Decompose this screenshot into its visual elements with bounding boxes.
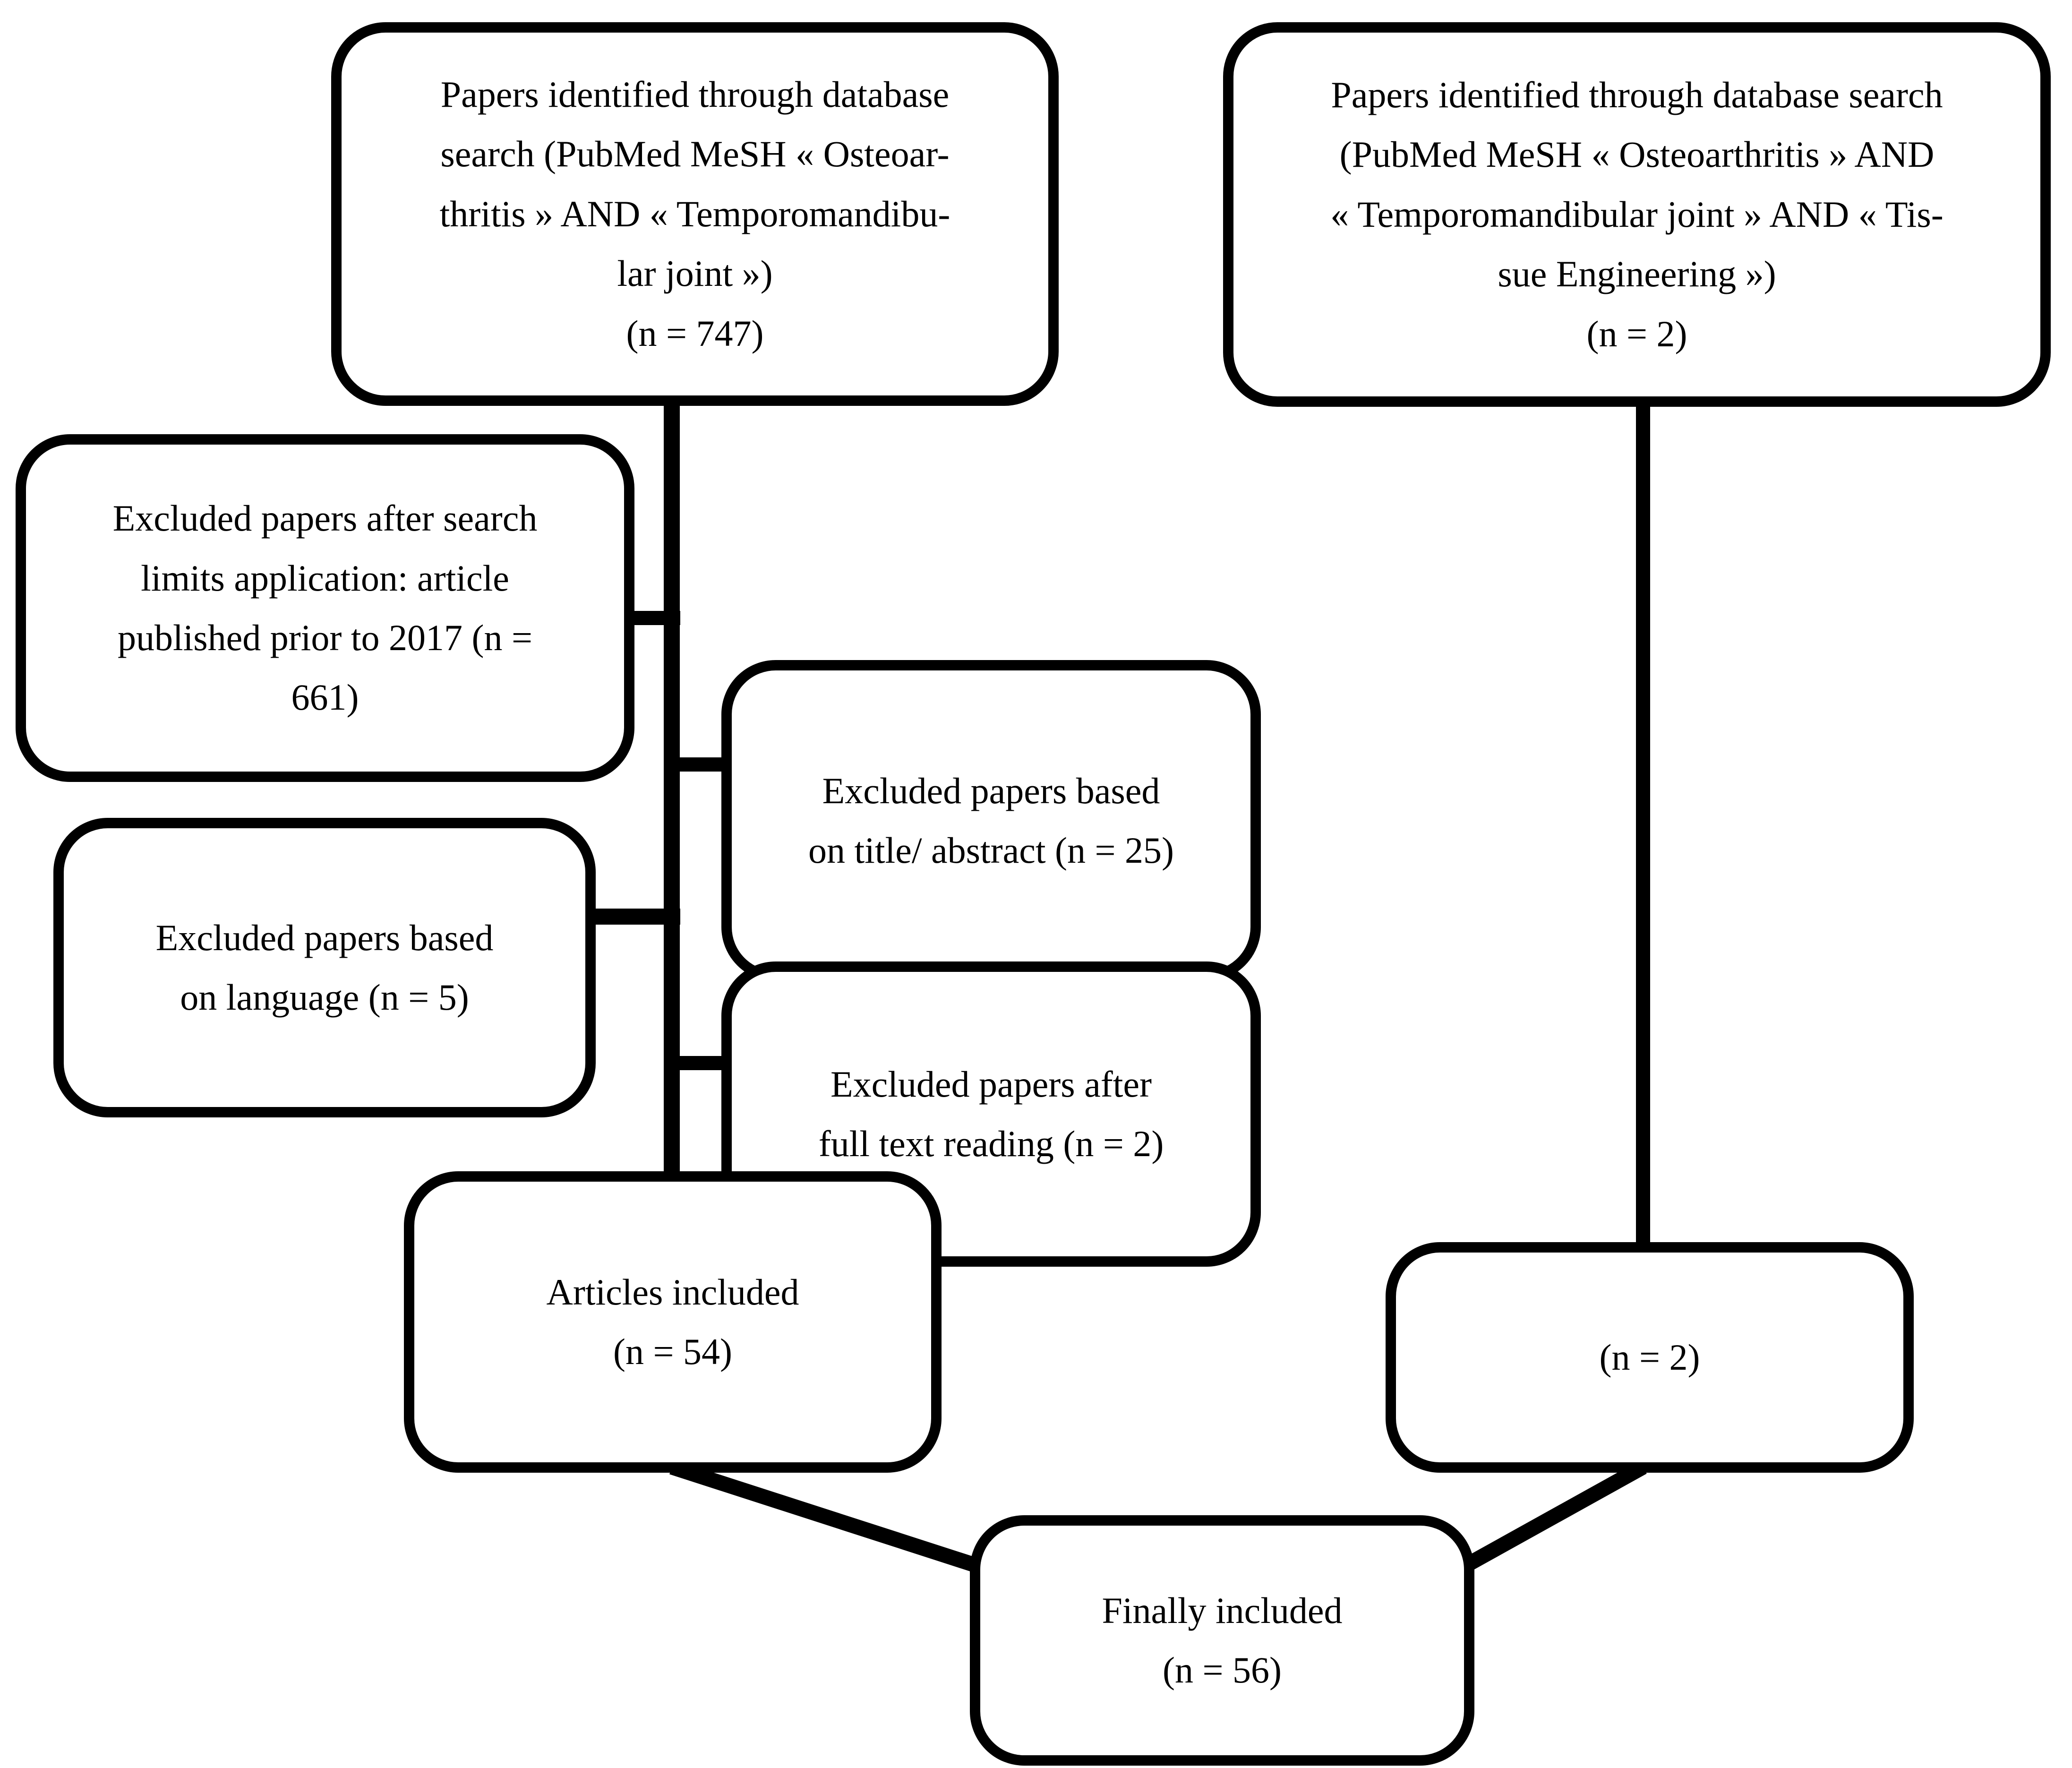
node-articles-included: Articles included (n = 54)	[409, 1176, 936, 1468]
source-left-count: (n = 747)	[626, 312, 764, 354]
source-right-line-4: sue Engineering »)	[1498, 253, 1776, 295]
outline-articles-included	[404, 1171, 942, 1473]
outline-right-included	[1386, 1242, 1914, 1473]
excluded-search-limits-line-1: Excluded papers after search	[112, 498, 538, 539]
outline-source-left	[331, 22, 1059, 406]
outline-excluded-search-limits	[16, 434, 634, 782]
node-excluded-full-text: Excluded papers after full text reading …	[727, 967, 1256, 1262]
excluded-search-limits-line-4: 661)	[291, 677, 359, 718]
node-right-included: (n = 2)	[1391, 1247, 1909, 1468]
node-source-right: Papers identified through database searc…	[1228, 27, 2046, 402]
excluded-language-line-1: Excluded papers based	[155, 917, 494, 958]
source-right-line-1: Papers identified through database searc…	[1331, 74, 1943, 116]
node-excluded-title-abstract: Excluded papers based on title/ abstract…	[727, 665, 1256, 976]
source-right-count: (n = 2)	[1586, 313, 1687, 354]
source-right-line-2: (PubMed MeSH « Osteoarthritis » AND	[1339, 134, 1935, 175]
source-left-line-3: thritis » AND « Temporomandibu-	[439, 193, 950, 234]
outline-source-right	[1223, 22, 2051, 407]
excluded-search-limits-line-3: published prior to 2017 (n =	[117, 617, 533, 658]
diagonal-left-to-final	[669, 1459, 981, 1574]
node-outlines	[16, 22, 2051, 1766]
diagonal-right-to-final	[1461, 1460, 1647, 1573]
connector-lines	[591, 399, 1650, 1574]
outline-excluded-language	[53, 818, 596, 1117]
source-left-line-4: lar joint »)	[617, 253, 773, 294]
node-excluded-language: Excluded papers based on language (n = 5…	[59, 823, 591, 1112]
outline-finally-included	[970, 1515, 1474, 1766]
excluded-title-abstract-line-1: Excluded papers based	[822, 770, 1160, 811]
node-excluded-search-limits: Excluded papers after search limits appl…	[21, 439, 629, 777]
articles-included-label: Articles included	[546, 1271, 799, 1313]
node-source-left: Papers identified through database searc…	[336, 27, 1053, 401]
excluded-title-abstract-line-2: on title/ abstract (n = 25)	[808, 830, 1174, 871]
finally-included-label: Finally included	[1102, 1589, 1343, 1631]
source-right-line-3: « Temporomandibular joint » AND « Tis-	[1330, 193, 1944, 235]
excluded-full-text-line-1: Excluded papers after	[831, 1063, 1152, 1105]
articles-included-count: (n = 54)	[613, 1331, 732, 1372]
excluded-search-limits-line-2: limits application: article	[141, 557, 509, 599]
source-left-line-2: search (PubMed MeSH « Osteoar-	[440, 133, 950, 175]
right-included-count: (n = 2)	[1599, 1336, 1700, 1378]
source-left-line-1: Papers identified through database	[440, 74, 950, 115]
excluded-language-line-2: on language (n = 5)	[180, 977, 469, 1018]
excluded-full-text-line-2: full text reading (n = 2)	[818, 1123, 1164, 1164]
node-finally-included: Finally included (n = 56)	[975, 1520, 1469, 1760]
finally-included-count: (n = 56)	[1163, 1649, 1282, 1691]
